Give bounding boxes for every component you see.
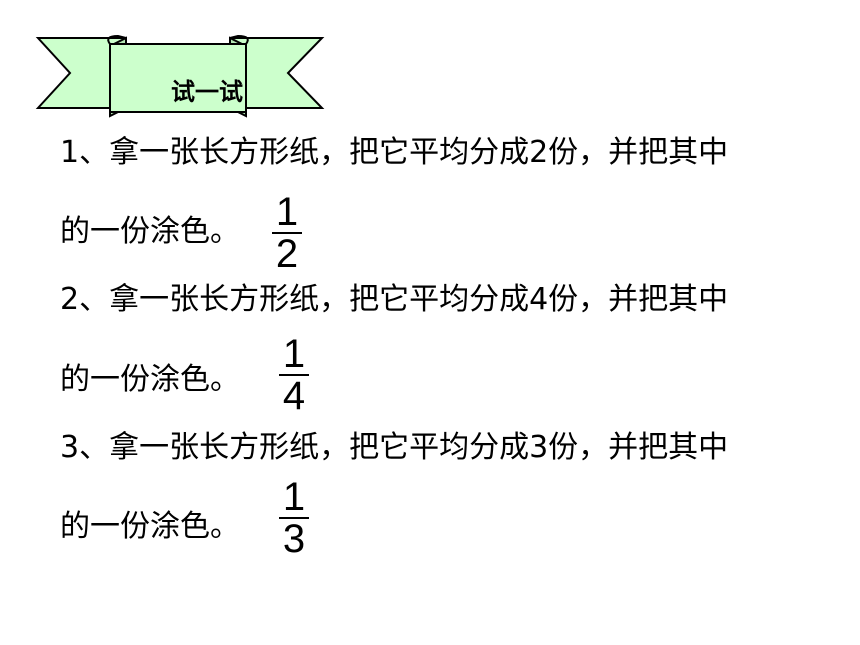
title-banner: 试一试 <box>30 30 330 120</box>
banner-title: 试一试 <box>171 77 243 106</box>
fraction-3-bar <box>279 517 309 519</box>
fraction-3: 1 3 <box>279 477 309 559</box>
fraction-2-denominator: 4 <box>282 374 306 418</box>
fraction-1-denominator: 2 <box>275 232 299 276</box>
fraction-1-bar <box>272 232 302 234</box>
fraction-1-numerator: 1 <box>275 190 299 234</box>
fraction-2-bar <box>279 374 309 376</box>
item-3-line-2: 的一份涂色。 <box>60 509 240 544</box>
fraction-2: 1 4 <box>279 334 309 416</box>
fraction-1: 1 2 <box>272 192 302 274</box>
fraction-3-numerator: 1 <box>282 475 306 519</box>
item-2-line-1: 2、拿一张长方形纸，把它平均分成4份，并把其中 <box>60 282 729 317</box>
fraction-2-numerator: 1 <box>282 332 306 376</box>
item-1-line-1: 1、拿一张长方形纸，把它平均分成2份，并把其中 <box>60 135 729 170</box>
item-3-line-1: 3、拿一张长方形纸，把它平均分成3份，并把其中 <box>60 430 729 465</box>
ribbon-shape <box>35 34 325 118</box>
item-2-line-2: 的一份涂色。 <box>60 362 240 397</box>
item-1-line-2: 的一份涂色。 <box>60 214 240 249</box>
fraction-3-denominator: 3 <box>282 517 306 561</box>
